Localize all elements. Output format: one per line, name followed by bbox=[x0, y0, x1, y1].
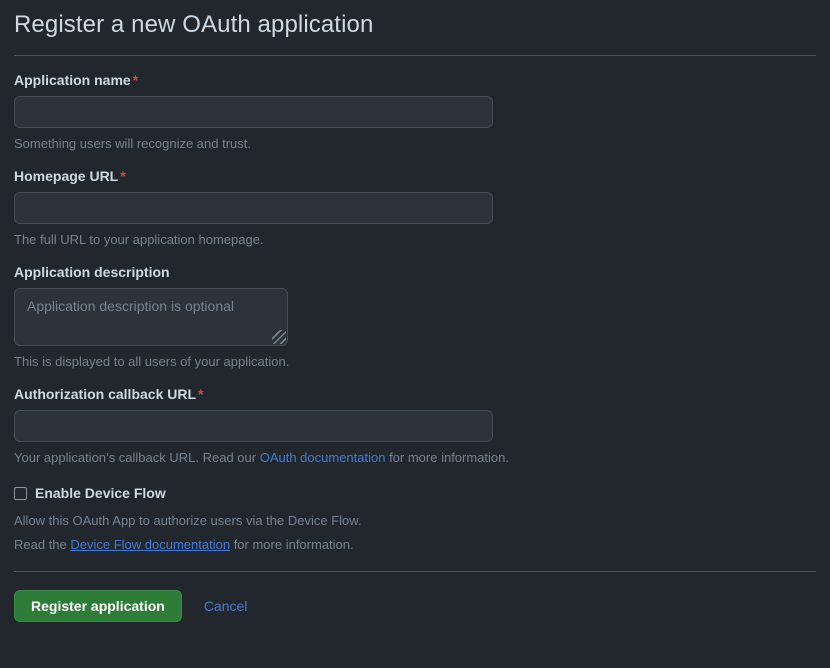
application-description-textarea[interactable] bbox=[14, 288, 288, 346]
authorization-callback-url-label: Authorization callback URL* bbox=[14, 386, 816, 403]
register-application-button[interactable]: Register application bbox=[14, 590, 182, 622]
required-asterisk: * bbox=[198, 386, 204, 402]
application-name-label: Application name* bbox=[14, 72, 816, 89]
application-description-label: Application description bbox=[14, 264, 816, 281]
homepage-url-label-text: Homepage URL bbox=[14, 168, 119, 184]
device-flow-note: Allow this OAuth App to authorize users … bbox=[14, 513, 362, 528]
homepage-url-help: The full URL to your application homepag… bbox=[14, 232, 264, 247]
device-flow-documentation-link[interactable]: Device Flow documentation bbox=[70, 537, 231, 552]
form-actions: Register application Cancel bbox=[14, 590, 816, 622]
authorization-callback-url-label-text: Authorization callback URL bbox=[14, 386, 197, 402]
application-name-input[interactable] bbox=[14, 96, 493, 128]
enable-device-flow-checkbox[interactable] bbox=[14, 487, 27, 500]
field-authorization-callback-url: Authorization callback URL* Your applica… bbox=[14, 386, 816, 466]
application-description-help: This is displayed to all users of your a… bbox=[14, 354, 290, 369]
enable-device-flow-label[interactable]: Enable Device Flow bbox=[35, 485, 166, 501]
actions-divider bbox=[14, 571, 816, 572]
device-flow-checkbox-row[interactable]: Enable Device Flow bbox=[14, 485, 816, 502]
required-asterisk: * bbox=[132, 72, 139, 88]
homepage-url-label: Homepage URL* bbox=[14, 168, 816, 185]
device-flow-read-before: Read the bbox=[14, 537, 71, 552]
callback-help-text-before: Your application’s callback URL. Read ou… bbox=[14, 450, 260, 465]
callback-help-text-after: for more information. bbox=[385, 450, 509, 465]
field-homepage-url: Homepage URL* The full URL to your appli… bbox=[14, 168, 816, 248]
field-application-description: Application description This is displaye… bbox=[14, 264, 816, 370]
application-name-label-text: Application name bbox=[14, 72, 131, 88]
device-flow-read-after: for more information. bbox=[230, 537, 354, 552]
application-description-label-text: Application description bbox=[14, 264, 170, 280]
device-flow-read-more: Read the Device Flow documentation for m… bbox=[14, 537, 816, 553]
authorization-callback-url-help: Your application’s callback URL. Read ou… bbox=[14, 450, 816, 466]
authorization-callback-url-input[interactable] bbox=[14, 410, 493, 442]
oauth-documentation-link[interactable]: OAuth documentation bbox=[259, 450, 386, 465]
header-divider bbox=[14, 55, 816, 56]
field-application-name: Application name* Something users will r… bbox=[14, 72, 816, 152]
required-asterisk: * bbox=[120, 168, 126, 184]
application-name-help: Something users will recognize and trust… bbox=[14, 136, 252, 151]
cancel-link[interactable]: Cancel bbox=[203, 598, 248, 614]
page-title: Register a new OAuth application bbox=[14, 11, 374, 38]
homepage-url-input[interactable] bbox=[14, 192, 493, 224]
application-description-textarea-wrap bbox=[14, 288, 288, 346]
